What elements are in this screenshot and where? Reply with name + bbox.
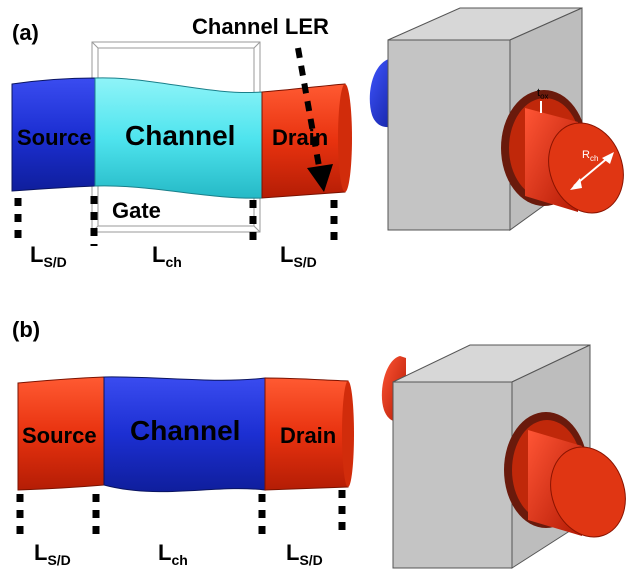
device-3d-b: [381, 344, 626, 569]
drain-label: Drain: [272, 125, 328, 150]
ler-arrowhead: [307, 164, 333, 192]
drain-end-cap: [338, 84, 352, 192]
dim-lsd-left-b: LS/D: [34, 540, 71, 568]
ler-arrow: [295, 47, 323, 173]
dim-lsd-right-b: LS/D: [286, 540, 323, 568]
dim-lsd-right-a: LS/D: [280, 242, 317, 270]
dim-lsd-left-a: LS/D: [30, 242, 67, 270]
source-label-b: Source: [22, 423, 97, 448]
ler-label: Channel LER: [192, 14, 329, 39]
device-3d-a: Rch tox: [369, 7, 624, 231]
rch-label: Rch: [582, 149, 598, 163]
device-b-box-front: [392, 381, 513, 569]
panel-a-label: (a): [12, 20, 39, 45]
channel-label-b: Channel: [130, 415, 240, 446]
drain-end-cap-b: [342, 381, 354, 487]
device-a-box-front: [387, 39, 511, 231]
device-b-cylinder-cap: [550, 446, 626, 538]
drain-label-b: Drain: [280, 423, 336, 448]
panel-b: (b) Source Channel Drain LS/D Lch LS/D: [12, 317, 354, 568]
device-a-cylinder-cap: [548, 122, 624, 214]
tox-label: tox: [537, 87, 549, 101]
panel-b-label: (b): [12, 317, 40, 342]
panel-a: (a) Source Channel Drain Gate Channel LE…: [11, 14, 352, 270]
gate-label: Gate: [112, 198, 161, 223]
dim-lch-a: Lch: [152, 242, 182, 270]
source-label: Source: [17, 125, 92, 150]
channel-label: Channel: [125, 120, 235, 151]
dim-lch-b: Lch: [158, 540, 188, 568]
